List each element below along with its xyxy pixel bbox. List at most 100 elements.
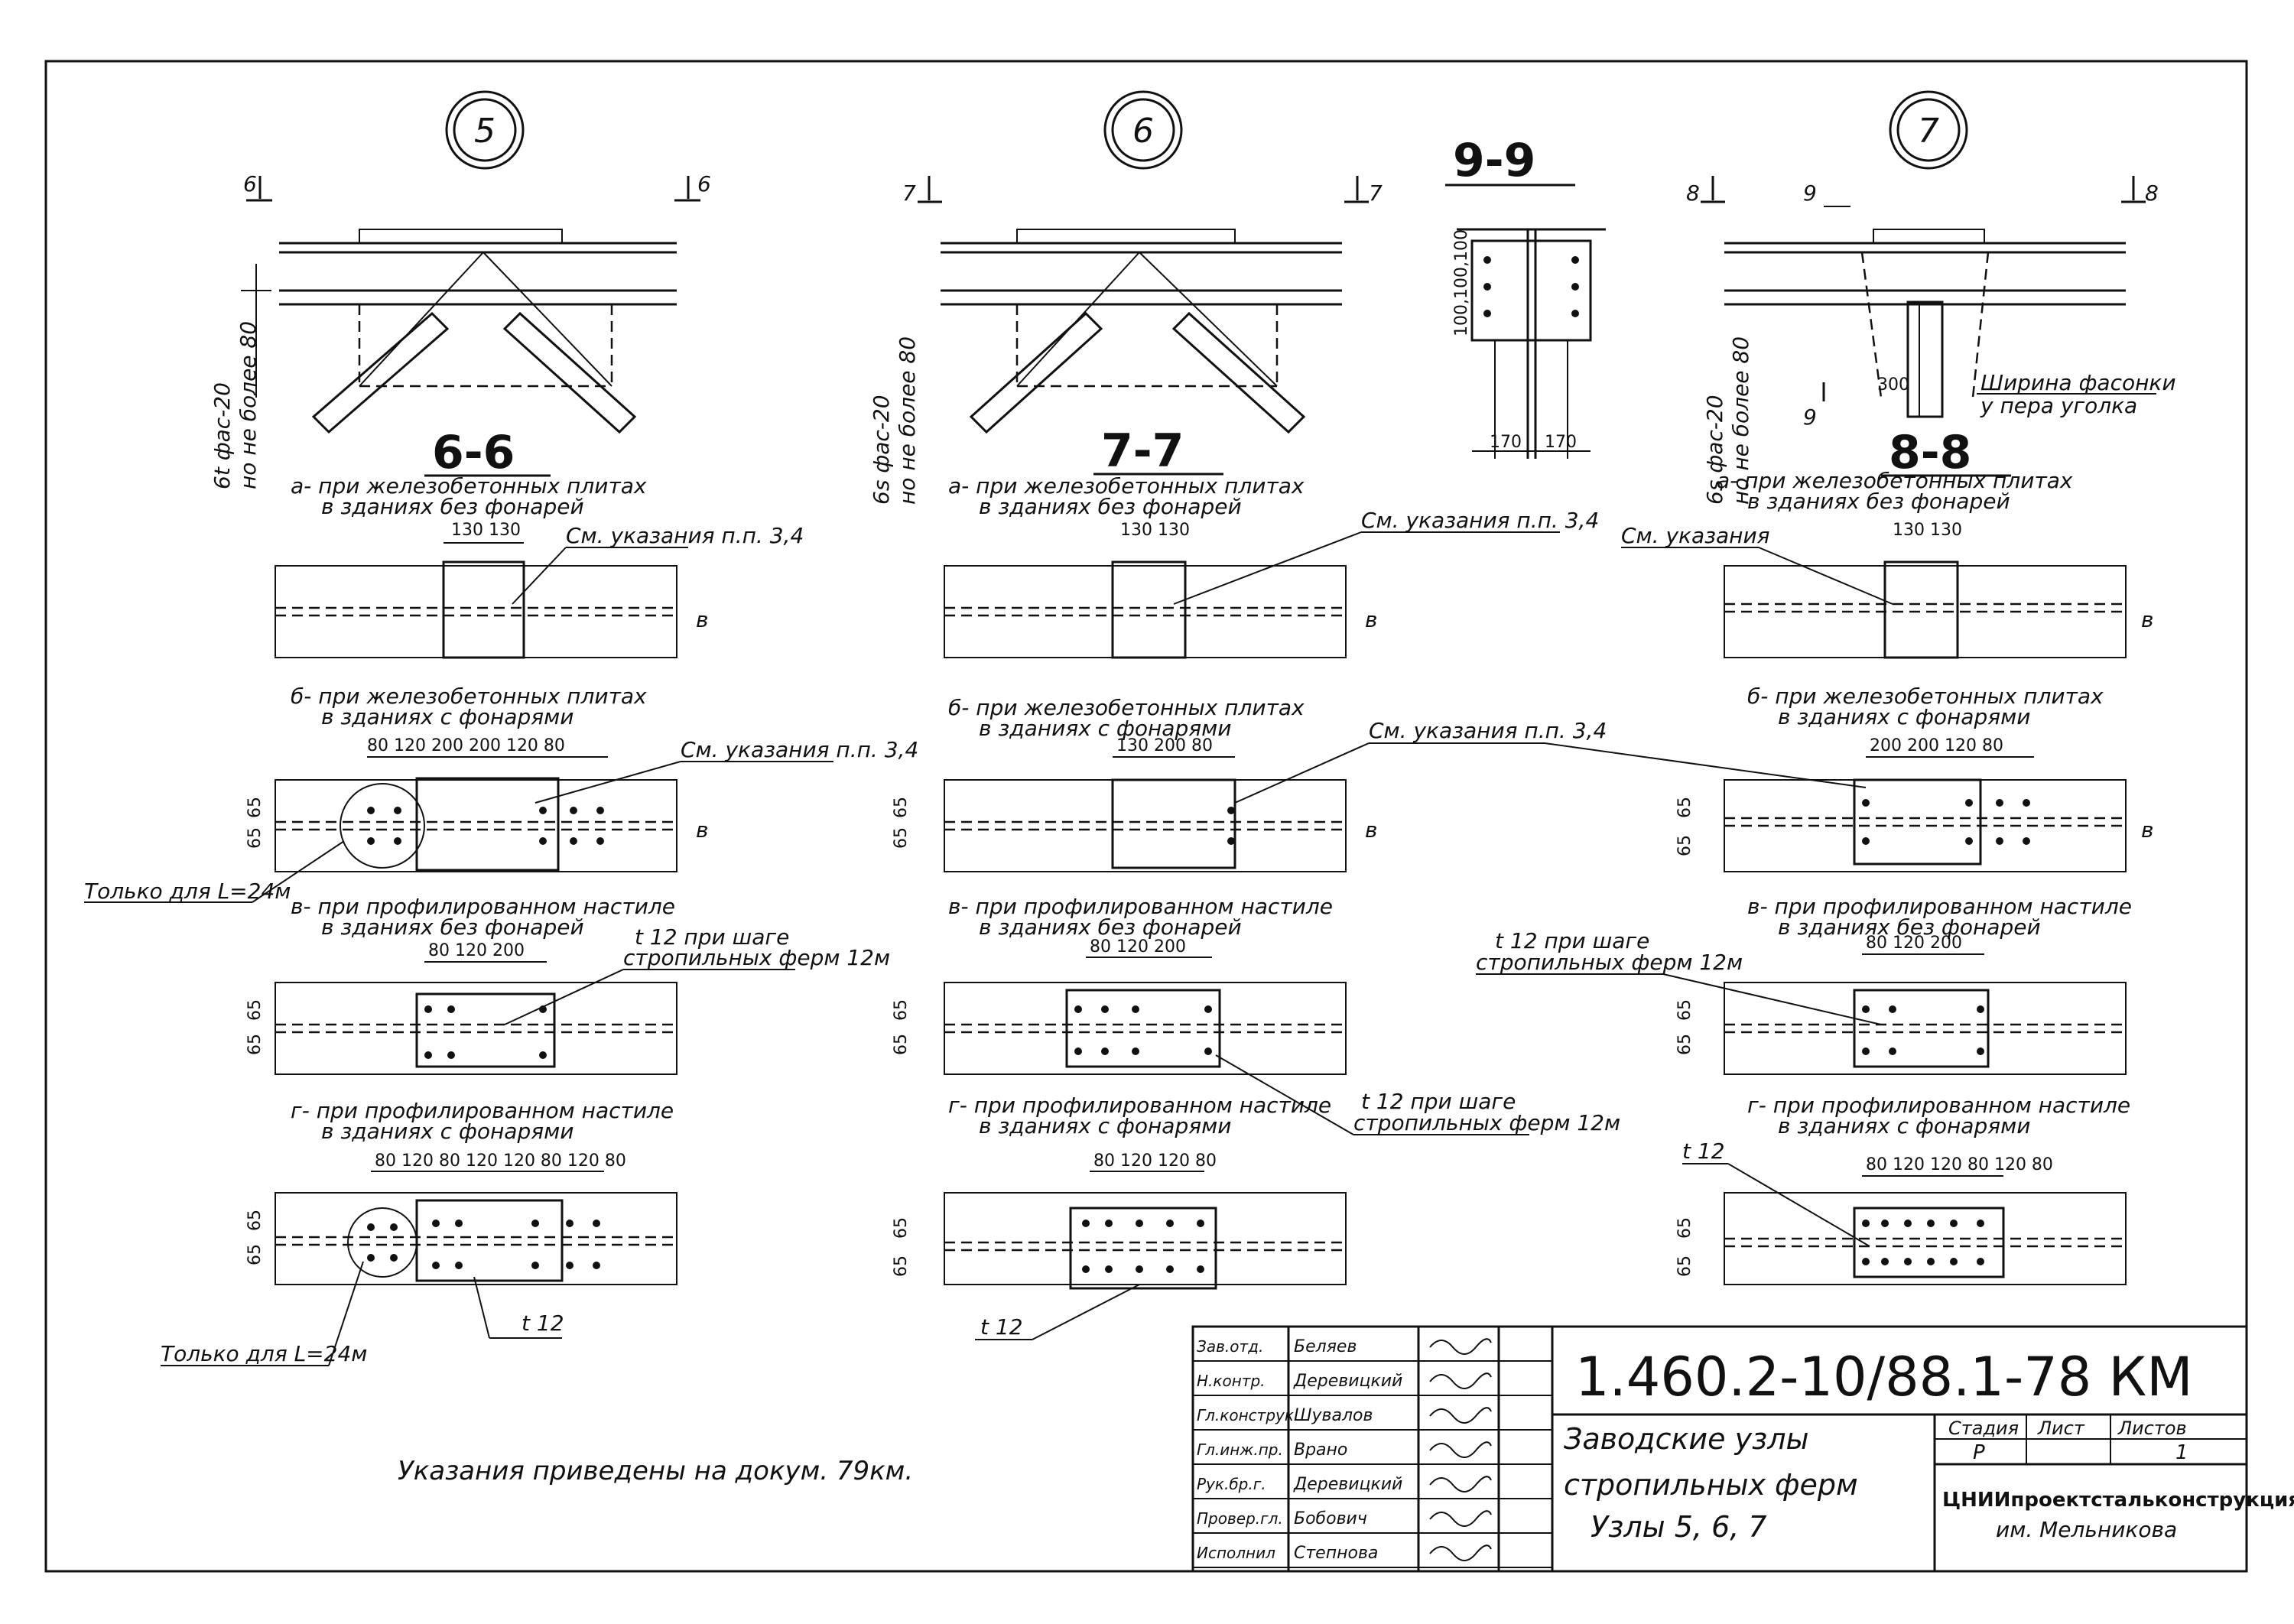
svg-text:80 120 120 80: 80 120 120 80 [1093, 1151, 1217, 1171]
svg-text:у пера уголка: у пера уголка [1980, 393, 2137, 418]
svg-text:а- при железобетонных плитах: а- при железобетонных плитах [1717, 468, 2073, 493]
signature-mark [1429, 1510, 1492, 1527]
svg-text:б- при железобетонных плитах: б- при железобетонных плитах [948, 695, 1305, 720]
svg-text:в зданиях с фонарями: в зданиях с фонарями [321, 704, 574, 729]
signer-name: Степнова [1294, 1544, 1378, 1563]
svg-text:стропильных ферм 12м: стропильных ферм 12м [623, 945, 890, 970]
svg-text:Заводские узлы: Заводские узлы [1564, 1422, 1809, 1456]
svg-text:в: в [1365, 607, 1378, 632]
svg-text:65: 65 [245, 1034, 265, 1055]
svg-text:65: 65 [245, 1244, 265, 1265]
node-6-marker: 6 [1103, 90, 1183, 170]
svg-text:в зданиях без фонарей: в зданиях без фонарей [979, 494, 1242, 519]
svg-text:65: 65 [245, 999, 265, 1021]
svg-text:но не более 80: но не более 80 [1728, 336, 1753, 505]
svg-text:в зданиях с фонарями: в зданиях с фонарями [979, 716, 1231, 741]
svg-text:но не более 80: но не более 80 [895, 336, 920, 505]
svg-text:в зданиях с фонарями: в зданиях с фонарями [321, 1119, 574, 1144]
svg-text:6s фас-20: 6s фас-20 [1702, 395, 1727, 505]
svg-text:6t фас-20: 6t фас-20 [210, 382, 235, 489]
svg-text:а- при железобетонных плитах: а- при железобетонных плитах [291, 473, 647, 499]
signer-name: Деревицкий [1293, 1475, 1402, 1494]
section-9-9: 9-9 100,100,100 170 170 [1445, 134, 1606, 459]
svg-text:Р: Р [1973, 1441, 1985, 1464]
svg-text:в зданиях без фонарей: в зданиях без фонарей [1778, 914, 2041, 940]
svg-text:8-8: 8-8 [1889, 426, 1971, 479]
svg-text:130 130: 130 130 [1120, 521, 1190, 540]
document-code: 1.460.2-10/88.1-78 КМ [1575, 1346, 2193, 1408]
svg-text:t 12 при шаге: t 12 при шаге [1361, 1089, 1516, 1114]
svg-text:5: 5 [474, 112, 496, 151]
svg-text:65: 65 [245, 1210, 265, 1231]
signer-name: Врано [1294, 1440, 1347, 1460]
svg-text:в: в [2141, 607, 2154, 632]
svg-text:в зданиях без фонарей: в зданиях без фонарей [979, 914, 1242, 940]
svg-text:в: в [1365, 817, 1378, 843]
variant-a-labels: а- при железобетонных плитах в зданиях б… [291, 468, 2073, 519]
svg-text:7-7: 7-7 [1101, 424, 1184, 478]
svg-text:65: 65 [892, 797, 911, 818]
svg-text:6: 6 [243, 171, 257, 197]
svg-text:б- при железобетонных плитах: б- при железобетонных плитах [1747, 684, 2104, 709]
svg-text:80 120 200: 80 120 200 [1866, 934, 1962, 953]
svg-text:65: 65 [245, 797, 265, 818]
plan-row-v: 80 120 200 t 12 при шаге стропильных фер… [245, 924, 2127, 1075]
svg-text:8: 8 [2145, 180, 2159, 206]
svg-text:1: 1 [2175, 1441, 2188, 1464]
svg-text:в зданиях с фонарями: в зданиях с фонарями [979, 1113, 1231, 1138]
svg-text:80 120 200: 80 120 200 [428, 941, 525, 960]
svg-text:См. указания п.п. 3,4: См. указания п.п. 3,4 [681, 737, 918, 762]
svg-text:65: 65 [892, 1034, 911, 1055]
node-7-marker: 7 [1889, 90, 1968, 170]
svg-text:в зданиях без фонарей: в зданиях без фонарей [1747, 489, 2010, 514]
svg-text:в: в [696, 817, 709, 843]
node-6-elevation: 7 7 6s фас-20 но не более 80 7-7 [869, 176, 1383, 505]
instructions-note: Указания приведены на докум. 79км. [398, 1456, 913, 1486]
svg-text:65: 65 [892, 1255, 911, 1277]
node-7-elevation: 8 8 9 300 9 Ширина фасонки у пера уголка… [1686, 176, 2176, 505]
signature-mark [1429, 1407, 1492, 1424]
svg-text:300: 300 [1877, 375, 1909, 395]
svg-text:80 120 80 120 120 80 120 80: 80 120 80 120 120 80 120 80 [375, 1151, 626, 1171]
svg-text:стропильных ферм 12м: стропильных ферм 12м [1353, 1110, 1620, 1135]
svg-text:г- при профилированном настил: г- при профилированном настиле [948, 1093, 1331, 1118]
svg-text:7: 7 [1369, 180, 1383, 206]
node-5-marker: 5 [445, 90, 525, 170]
svg-text:а- при железобетонных плитах: а- при железобетонных плитах [948, 473, 1305, 499]
signer-role: Рук.бр.г. [1197, 1475, 1266, 1493]
svg-text:80 120 200: 80 120 200 [1090, 937, 1186, 957]
title-block: 1.460.2-10/88.1-78 КМ Стадия Лист Листов… [1191, 1325, 2294, 1573]
signer-role: Гл.инж.пр. [1197, 1440, 1283, 1459]
svg-text:но не более 80: но не более 80 [236, 321, 261, 489]
svg-text:7: 7 [1918, 112, 1939, 151]
svg-text:См. указания п.п. 3,4: См. указания п.п. 3,4 [566, 523, 804, 548]
signers-table: Зав.отд.БеляевН.контр.ДеревицкийГл.конст… [1193, 1337, 1552, 1568]
svg-text:65: 65 [1675, 1034, 1695, 1055]
svg-text:6s фас-20: 6s фас-20 [869, 395, 894, 505]
svg-text:Ширина фасонки: Ширина фасонки [1980, 370, 2176, 395]
svg-text:Узлы 5, 6, 7: Узлы 5, 6, 7 [1591, 1510, 1767, 1544]
svg-text:9: 9 [1803, 404, 1817, 430]
svg-text:6: 6 [1132, 112, 1154, 151]
svg-text:100,100,100: 100,100,100 [1452, 229, 1471, 336]
svg-text:в- при профилированном настиле: в- при профилированном настиле [291, 894, 675, 919]
plan-row-g: 80 120 80 120 120 80 120 80 t 12 65 65 Т… [161, 1138, 2127, 1366]
svg-text:9-9: 9-9 [1453, 134, 1535, 187]
signature-mark [1429, 1544, 1492, 1561]
plan-row-a: 130 130 См. указания п.п. 3,4 в 130 130 … [275, 508, 2154, 659]
signer-role: Исполнил [1197, 1544, 1275, 1562]
svg-text:стропильных ферм: стропильных ферм [1564, 1468, 1858, 1502]
svg-text:См. указания п.п. 3,4: См. указания п.п. 3,4 [1361, 508, 1599, 533]
svg-text:80 120 200 200 120: 80 120 200 200 120 80 [367, 736, 565, 755]
signature-mark [1429, 1476, 1492, 1492]
svg-text:65: 65 [892, 999, 911, 1021]
svg-text:6: 6 [697, 171, 711, 197]
svg-text:8: 8 [1686, 180, 1700, 206]
svg-text:t 12: t 12 [522, 1311, 564, 1336]
svg-text:им. Мельникова: им. Мельникова [1996, 1517, 2177, 1542]
signer-role: Н.контр. [1197, 1372, 1266, 1390]
svg-text:в- при профилированном настиле: в- при профилированном настиле [1747, 894, 2132, 919]
variant-v-labels: в- при профилированном настиле в зданиях… [291, 894, 2132, 940]
svg-text:б- при железобетонных плитах: б- при железобетонных плитах [291, 684, 647, 709]
svg-text:Только для L=24м: Только для L=24м [84, 879, 291, 904]
